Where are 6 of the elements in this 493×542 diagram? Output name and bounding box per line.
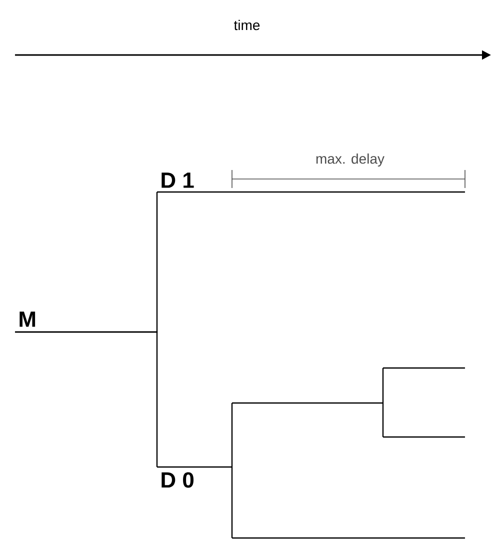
- dimension-label: max. delay: [316, 153, 384, 167]
- axis-label: time: [234, 20, 260, 30]
- branch-label: D 1: [162, 172, 194, 188]
- branch-label: M: [20, 312, 36, 327]
- branch-label: D 0: [162, 472, 194, 488]
- tree-branch: [15, 331, 158, 467]
